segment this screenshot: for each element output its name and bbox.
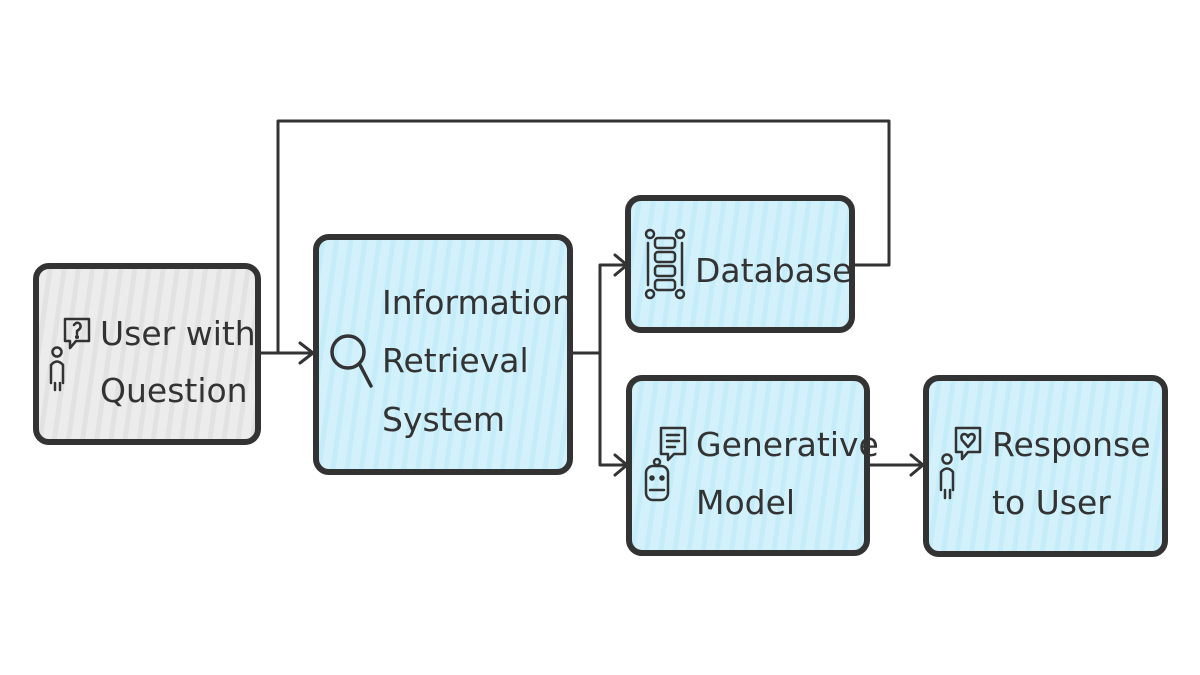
user-heart-icon (939, 426, 982, 500)
node-generative-model: Generative Model (626, 375, 879, 556)
magnifier-icon (330, 334, 373, 388)
node-user-with-question: User with Question (33, 263, 261, 445)
node-database-label: Database (695, 251, 852, 290)
node-user-label-line-1: User with (100, 314, 256, 353)
node-retrieval-label-line-2: Retrieval (382, 341, 529, 380)
edge-retrieval-to-generative (598, 351, 628, 467)
robot-chat-icon (644, 426, 687, 502)
edge-retrieval-trunk (569, 263, 628, 355)
node-response-label-line-2: to User (992, 483, 1111, 522)
node-retrieval-label-line-3: System (382, 400, 505, 439)
node-generative-label-line-2: Model (696, 483, 795, 522)
node-user-label-line-2: Question (100, 371, 248, 410)
node-database: Database (625, 195, 855, 333)
node-response-label-line-1: Response (992, 425, 1151, 464)
node-information-retrieval-system: Information Retrieval System (313, 234, 573, 475)
node-generative-label-line-1: Generative (696, 425, 879, 464)
edge-database-to-retrieval-loop (276, 119, 891, 355)
database-icon (644, 228, 686, 300)
user-question-icon (49, 317, 91, 392)
node-response-to-user: Response to User (923, 375, 1168, 557)
node-retrieval-label-line-1: Information (382, 283, 573, 322)
